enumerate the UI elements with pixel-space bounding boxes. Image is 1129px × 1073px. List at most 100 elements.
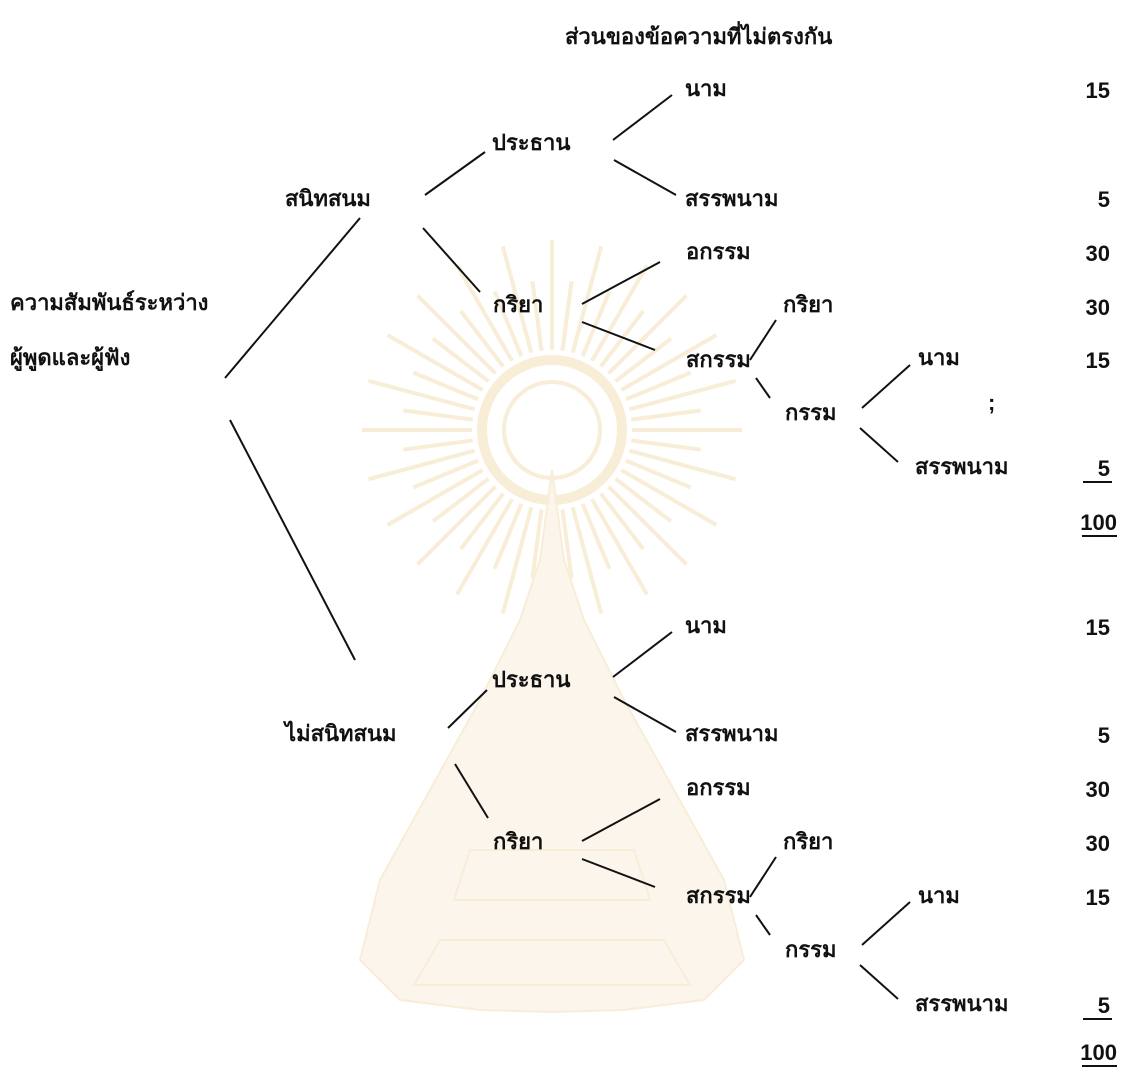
watermark-ray [631,408,701,422]
not-intimate-value-object-noun: 15 [1086,885,1110,910]
watermark-ray [599,492,645,551]
watermark-ray [500,245,534,354]
intimate-value-noun: 15 [1086,78,1110,103]
intimate-total: 100 [1080,510,1117,535]
watermark-seal [358,240,746,1014]
root-label-line2: ผู้พูดและผู้ฟัง [10,346,130,372]
edge-verb-to-intransitive [581,261,661,305]
intimate-object-noun: นาม [918,346,960,371]
intimate-object-label: กรรม [785,401,836,426]
edge-root-to-intimate [224,217,361,379]
watermark-ray [628,448,737,482]
edge-transitive2-to-object [755,914,771,936]
not-intimate-subject-pronoun: สรรพนาม [685,722,778,747]
edge-verb-to-transitive [581,321,656,351]
group-intimate: สนิทสนม ประธาน นาม สรรพนาม กริยา อกรรม ส… [285,77,1117,537]
stray-mark: ; [988,390,995,415]
watermark-ray [620,333,718,392]
not-intimate-value-noun: 15 [1086,615,1110,640]
watermark-ray [580,503,612,570]
edge-verb2-to-intransitive [581,798,661,842]
intimate-value-pronoun: 5 [1098,187,1110,212]
edge-subject-to-noun [612,94,673,141]
watermark-ray [607,294,688,375]
watermark-ray [614,477,673,523]
watermark-ray [455,498,514,596]
intimate-intransitive: อกรรม [686,240,751,265]
not-intimate-intransitive: อกรรม [686,776,751,801]
intimate-subject-noun: นาม [685,77,727,102]
intimate-object-pronoun: สรรพนาม [915,455,1008,480]
watermark-ray [599,309,645,368]
watermark-ray [416,294,497,375]
not-intimate-value-transitive-verb: 30 [1086,831,1110,856]
watermark-ray [431,337,490,383]
watermark-ray [614,337,673,383]
not-intimate-value-pronoun: 5 [1098,723,1110,748]
watermark-ray [590,264,649,362]
watermark-ray [416,485,497,566]
edge-subject2-to-pronoun [613,696,677,733]
watermark-ray [459,492,505,551]
watermark-ray [590,498,649,596]
watermark-ray [570,245,604,354]
not-intimate-object-label: กรรม [785,938,836,963]
watermark-ray [455,264,514,362]
watermark-ray [530,281,544,351]
watermark-ray [560,509,574,579]
edge-object2-to-pronoun [859,964,899,1000]
edge-transitive-to-object [755,377,771,399]
intimate-label: สนิทสนม [285,187,371,212]
intimate-subject-label: ประธาน [492,131,570,156]
not-intimate-subject-noun: นาม [685,614,727,639]
not-intimate-transitive-label: สกรรม [686,884,751,909]
watermark-ray [412,458,479,490]
edge-transitive-to-verb [749,319,777,361]
watermark-ray [412,370,479,402]
watermark-ray [631,438,701,452]
intimate-transitive-verb: กริยา [783,293,833,318]
watermark-ray [580,290,612,357]
intimate-verb-label: กริยา [493,293,543,318]
watermark-ray [607,485,688,566]
intimate-subject-pronoun: สรรพนาม [685,187,778,212]
watermark-ray [625,370,692,402]
intimate-value-transitive-verb: 30 [1086,295,1110,320]
watermark-ray [386,333,484,392]
watermark-ray [367,448,476,482]
not-intimate-total: 100 [1080,1040,1117,1065]
not-intimate-transitive-verb: กริยา [783,830,833,855]
watermark-ray [560,281,574,351]
edge-not-intimate-to-verb [454,763,489,819]
edge-subject2-to-noun [612,631,673,678]
not-intimate-label: ไม่สนิทสนม [283,720,397,747]
not-intimate-value-intransitive: 30 [1086,777,1110,802]
watermark-ray [625,458,692,490]
not-intimate-value-object-pronoun: 5 [1098,993,1110,1018]
watermark-ray [530,509,544,579]
watermark-ray [492,503,524,570]
edge-object-to-noun [861,364,911,409]
edge-object2-to-noun [861,901,911,946]
edge-root-to-not-intimate [229,419,356,661]
watermark-ray [620,468,718,527]
watermark-ray [386,468,484,527]
edge-object-to-pronoun [859,427,899,463]
watermark-ray [403,408,473,422]
watermark-ray [492,290,524,357]
edge-verb2-to-transitive [581,858,656,888]
root-label-line1: ความสัมพันธ์ระหว่าง [10,290,208,316]
intimate-value-object-noun: 15 [1086,348,1110,373]
not-intimate-subject-label: ประธาน [492,668,570,693]
watermark-ray [403,438,473,452]
group-not-intimate: ไม่สนิทสนม ประธาน นาม สรรพนาม กริยา อกรร… [283,614,1117,1067]
watermark-ray [431,477,490,523]
edge-intimate-to-subject [424,151,486,196]
not-intimate-object-noun: นาม [918,884,960,909]
watermark-ray [367,378,476,412]
intimate-value-intransitive: 30 [1086,241,1110,266]
intimate-transitive-label: สกรรม [686,348,751,373]
watermark-ray [459,309,505,368]
edge-intimate-to-verb [422,227,481,293]
